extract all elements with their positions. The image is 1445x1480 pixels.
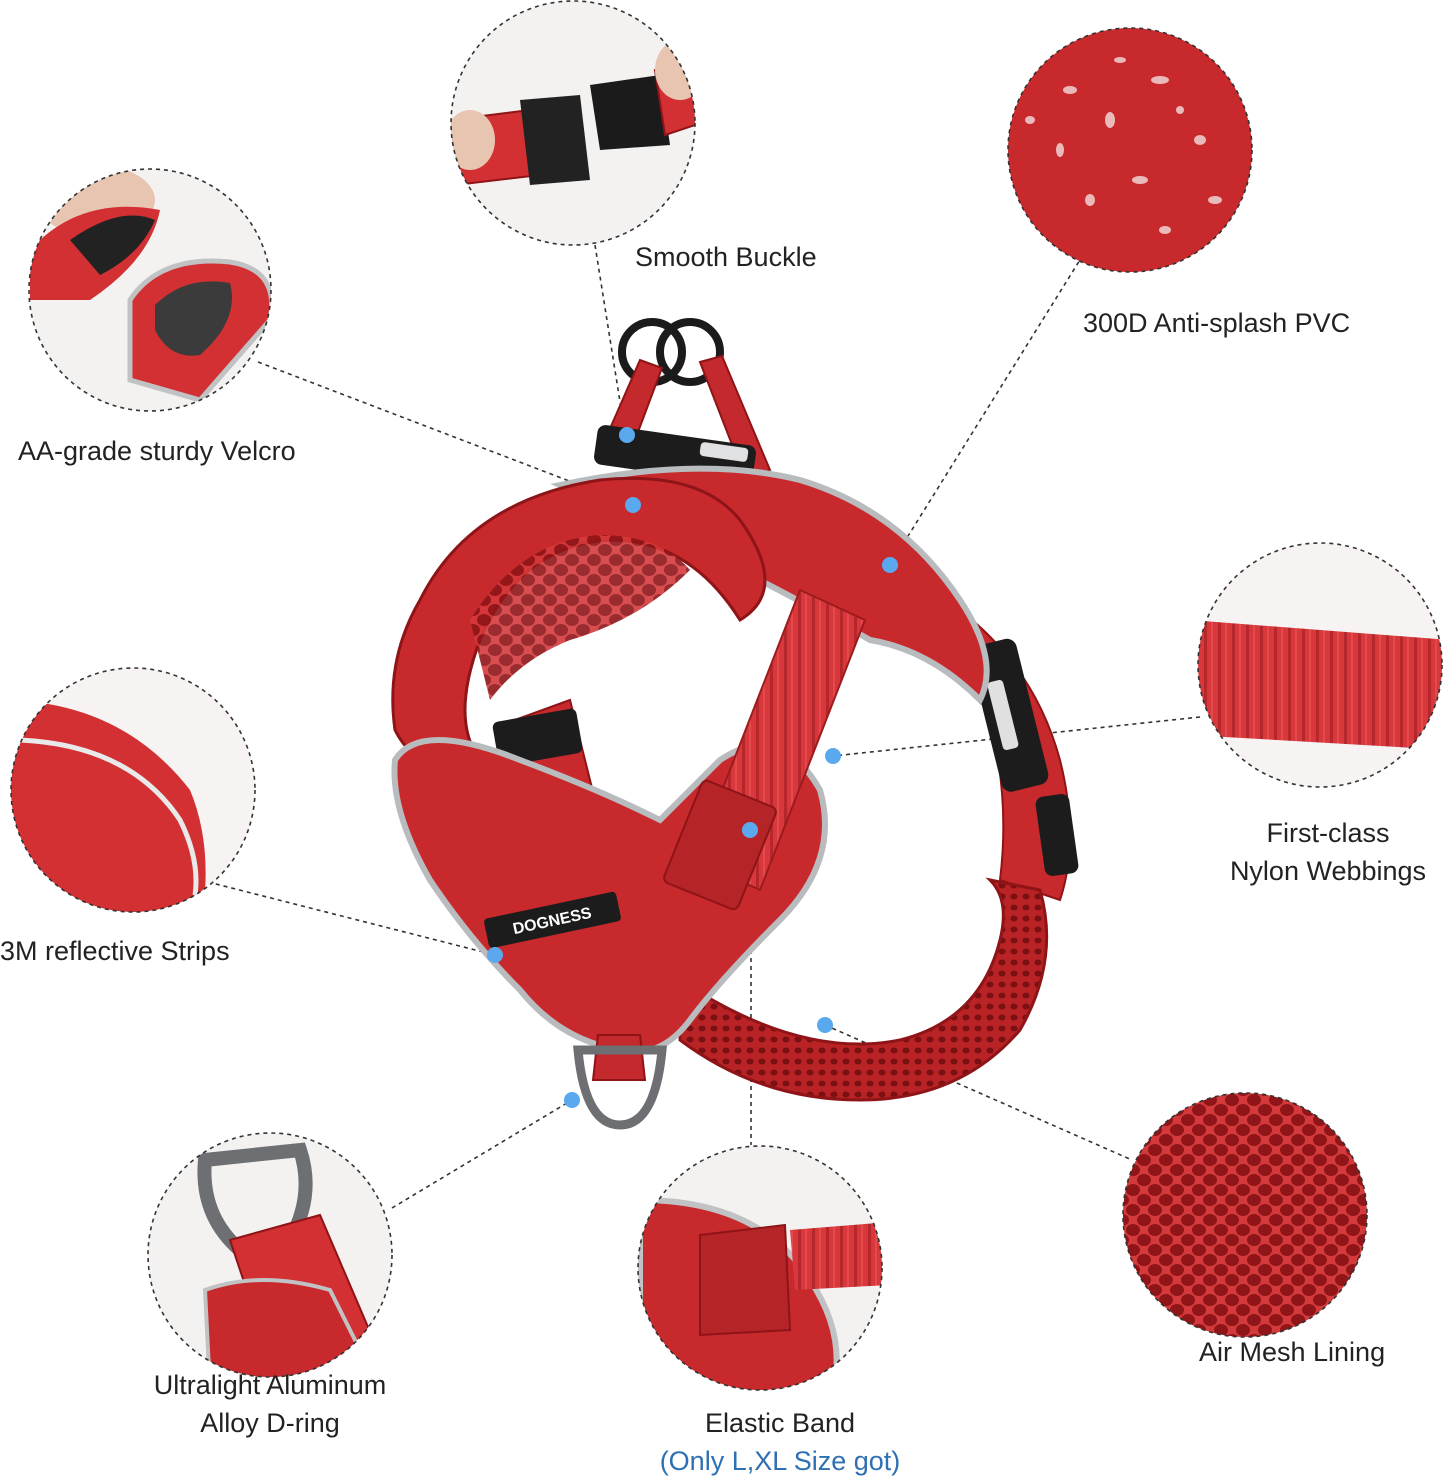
label-webbing-line1: First-class (1266, 818, 1390, 848)
detail-circle-buckle (450, 0, 696, 246)
label-mesh: Air Mesh Lining (1199, 1337, 1386, 1367)
leader-lines (207, 244, 1201, 1209)
detail-circle-dring (147, 1132, 393, 1378)
label-dring: Ultralight Aluminum Alloy D-ring (130, 1366, 410, 1442)
label-dring-line1: Ultralight Aluminum (153, 1370, 387, 1400)
label-velcro: AA-grade sturdy Velcro (18, 436, 296, 466)
detail-circle-pvc (1007, 27, 1253, 273)
harness-product-image: DOGNESS (391, 318, 1079, 1130)
label-elastic-title: Elastic Band (704, 1408, 856, 1438)
label-pvc: 300D Anti-splash PVC (1083, 308, 1351, 338)
label-dring-line2: Alloy D-ring (200, 1408, 340, 1438)
detail-circle-webbing (1197, 542, 1443, 788)
detail-circle-elastic (637, 1145, 883, 1391)
label-webbing-line2: Nylon Webbings (1229, 856, 1427, 886)
detail-circle-velcro (28, 168, 272, 412)
feature-markers (487, 427, 898, 1108)
label-webbing: First-class Nylon Webbings (1218, 814, 1438, 890)
label-buckle: Smooth Buckle (635, 242, 817, 272)
label-reflective: 3M reflective Strips (0, 936, 230, 966)
label-elastic: Elastic Band (Only L,XL Size got) (620, 1404, 940, 1480)
label-elastic-note: (Only L,XL Size got) (659, 1446, 901, 1476)
detail-circle-reflective (10, 667, 256, 913)
detail-circle-mesh (1122, 1092, 1368, 1338)
